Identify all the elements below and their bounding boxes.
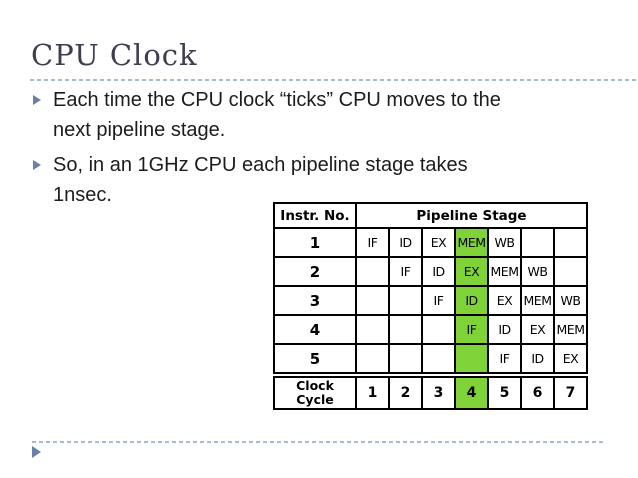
list-item: So, in an 1GHz CPU each pipeline stage t… <box>33 150 593 210</box>
stage-cell <box>388 343 423 376</box>
stage-cell <box>553 227 588 258</box>
title-divider <box>30 79 638 81</box>
stage-cell-highlighted: MEM <box>454 227 489 258</box>
clock-cycle-label: Clock Cycle <box>296 377 334 407</box>
stage-cell: WB <box>553 285 588 316</box>
cycle-cell-highlighted: 4 <box>454 372 489 410</box>
stage-cell: IF <box>487 343 522 376</box>
list-item: Each time the CPU clock “ticks” CPU move… <box>33 85 593 145</box>
stage-cell: MEM <box>553 314 588 345</box>
stage-cell: EX <box>421 227 456 258</box>
instr-cell: 5 <box>273 343 357 376</box>
clock-cycle-row: Clock Cycle 1 2 3 4 5 6 7 <box>273 372 588 410</box>
clock-cycle-label-cell: Clock Cycle <box>273 372 357 410</box>
pipeline-table: Instr. No. Pipeline Stage 1 IF ID EX MEM… <box>273 202 588 410</box>
stage-cell: MEM <box>487 256 522 287</box>
bullet-triangle-icon <box>33 160 41 170</box>
stage-cell: IF <box>388 256 423 287</box>
footer-divider <box>32 441 605 443</box>
table-row: 5 IF ID EX <box>273 343 588 376</box>
cycle-cell: 1 <box>355 372 390 410</box>
cycle-cell: 3 <box>421 372 456 410</box>
table-header-row: Instr. No. Pipeline Stage <box>273 202 588 229</box>
stage-cell <box>388 285 423 316</box>
bullet-list: Each time the CPU clock “ticks” CPU move… <box>33 85 593 215</box>
stage-cell: EX <box>553 343 588 376</box>
stage-cell-highlighted <box>454 343 489 376</box>
stage-cell <box>355 343 390 376</box>
stage-cell <box>355 285 390 316</box>
stage-cell: EX <box>487 285 522 316</box>
stage-cell: WB <box>487 227 522 258</box>
pipeline-stage-header: Pipeline Stage <box>355 202 588 229</box>
cycle-cell: 6 <box>520 372 555 410</box>
instr-no-header: Instr. No. <box>273 202 357 229</box>
cycle-cell: 2 <box>388 372 423 410</box>
stage-cell: ID <box>520 343 555 376</box>
instr-cell: 2 <box>273 256 357 287</box>
instr-cell: 1 <box>273 227 357 258</box>
stage-cell: MEM <box>520 285 555 316</box>
stage-cell-highlighted: ID <box>454 285 489 316</box>
stage-cell: ID <box>487 314 522 345</box>
table-row: 2 IF ID EX MEM WB <box>273 256 588 287</box>
stage-cell-highlighted: EX <box>454 256 489 287</box>
table-row: 1 IF ID EX MEM WB <box>273 227 588 258</box>
stage-cell: IF <box>421 285 456 316</box>
stage-cell <box>421 314 456 345</box>
stage-cell <box>553 256 588 287</box>
stage-cell: ID <box>421 256 456 287</box>
table-row: 3 IF ID EX MEM WB <box>273 285 588 316</box>
stage-cell: EX <box>520 314 555 345</box>
stage-cell: ID <box>388 227 423 258</box>
stage-cell <box>421 343 456 376</box>
stage-cell <box>388 314 423 345</box>
bullet-text: So, in an 1GHz CPU each pipeline stage t… <box>53 154 468 206</box>
cycle-cell: 7 <box>553 372 588 410</box>
cycle-cell: 5 <box>487 372 522 410</box>
stage-cell: IF <box>355 227 390 258</box>
bullet-text: Each time the CPU clock “ticks” CPU move… <box>53 89 501 141</box>
footer-triangle-icon <box>32 446 41 458</box>
page-title: CPU Clock <box>31 38 198 72</box>
table-row: 4 IF ID EX MEM <box>273 314 588 345</box>
instr-cell: 3 <box>273 285 357 316</box>
stage-cell: WB <box>520 256 555 287</box>
instr-cell: 4 <box>273 314 357 345</box>
stage-cell <box>355 256 390 287</box>
stage-cell <box>520 227 555 258</box>
stage-cell-highlighted: IF <box>454 314 489 345</box>
stage-cell <box>355 314 390 345</box>
bullet-triangle-icon <box>33 95 41 105</box>
